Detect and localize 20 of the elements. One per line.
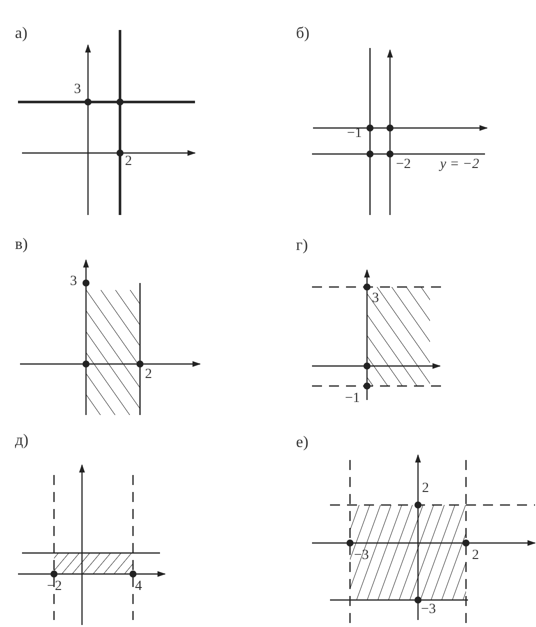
axis-value: 4 <box>135 580 142 594</box>
axis-value: −3 <box>421 603 436 617</box>
axis-value: 2 <box>422 482 429 496</box>
panel-label: е) <box>296 435 308 451</box>
panel-label: в) <box>15 237 28 253</box>
axis-value: −2 <box>47 580 62 594</box>
axis-value: 3 <box>372 292 379 306</box>
axis-value: 2 <box>125 155 132 169</box>
line-equation: y = −2 <box>440 158 480 172</box>
panel-label: д) <box>15 433 28 449</box>
panel-label: а) <box>15 26 28 42</box>
axis-value: 3 <box>74 83 81 97</box>
axis-value: −2 <box>396 158 411 172</box>
axis-value: 2 <box>145 368 152 382</box>
axis-value: 2 <box>472 549 479 563</box>
axis-value: −1 <box>347 127 362 141</box>
panel-label: б) <box>296 26 310 42</box>
axis-value: 3 <box>70 275 77 289</box>
panel-label: г) <box>296 238 308 254</box>
axis-value: −1 <box>345 392 360 406</box>
